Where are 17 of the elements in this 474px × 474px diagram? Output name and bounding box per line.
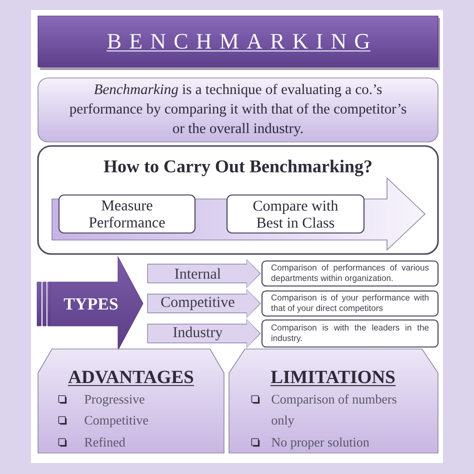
list-item: No proper solution xyxy=(272,437,370,450)
edge-label: Industry xyxy=(173,326,223,340)
description-box: Comparison is with the leaders in the industry. xyxy=(261,319,439,348)
list-item: Competitive xyxy=(84,416,148,428)
list-item: Comparison of numbers only xyxy=(272,394,396,428)
edge-label: Internal xyxy=(174,268,221,279)
list-item: Progressive xyxy=(84,394,144,406)
panel-heading: LIMITATIONS xyxy=(270,370,396,386)
definition-box: Benchmarking is a technique of evaluating a co.’s performance by comparing it with that of the competitor’s or the overall industry. xyxy=(38,78,438,142)
description-box: Comparison of performances of various departments within organization. xyxy=(261,260,439,287)
title-bar: B E N C H M A R K I N G xyxy=(38,16,440,70)
step-box: Measure Performance xyxy=(58,194,196,234)
list-item: Refined xyxy=(84,437,126,447)
step-box: Compare with Best in Class xyxy=(226,194,365,234)
edge-label: Competitive xyxy=(161,296,234,310)
panel-heading: ADVANTAGES xyxy=(67,370,195,386)
description-box: Comparison is of your performance with that of your direct competitors xyxy=(261,290,439,317)
